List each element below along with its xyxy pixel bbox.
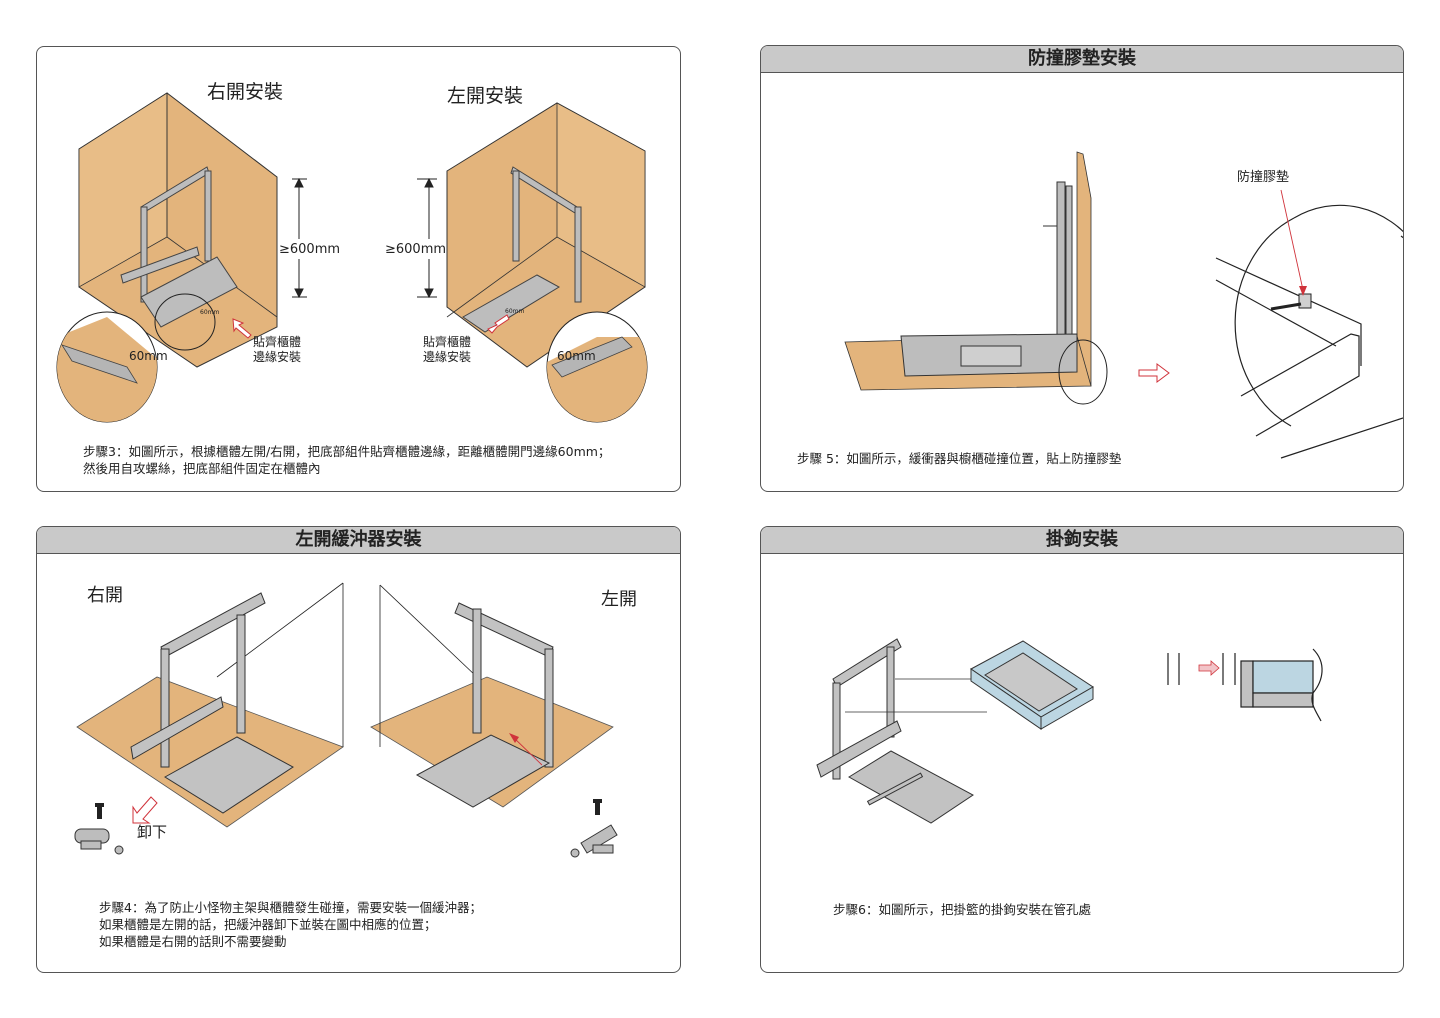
buffer-position-pointer	[512, 736, 543, 766]
remove-arrow	[132, 796, 158, 824]
step6-panel: 掛鉤安裝	[760, 526, 1404, 973]
detail-circle-right	[154, 293, 216, 351]
step6-instructions: 步驟6：如圖所示，把掛籃的掛鉤安裝在管孔處	[833, 902, 1091, 917]
left-open-install-title: 左開安裝	[447, 85, 524, 107]
bumper-pad-illustration	[844, 151, 1403, 459]
offset-zoom-right: 60mm	[129, 349, 168, 363]
edge-arrow-left	[487, 314, 510, 334]
bumper-pad	[1298, 293, 1312, 309]
right-open-install-title: 右開安裝	[207, 81, 284, 103]
edge-note-right-line2: 邊緣安裝	[253, 350, 302, 364]
step5-panel: 防撞膠墊安裝	[760, 45, 1404, 492]
pad-pointer-line	[1280, 189, 1304, 291]
step4-instructions: 步驟4：為了防止小怪物主架與櫃體發生碰撞，需要安裝一個緩沖器； 如果櫃體是左開的…	[99, 900, 482, 949]
hook-illustration	[816, 638, 1323, 824]
zoom-arrow	[1138, 363, 1170, 383]
offset-small-right: 60mm	[200, 309, 220, 316]
step5-instructions: 步驟 5：如圖所示，緩衝器與櫥櫃碰撞位置，貼上防撞膠墊	[797, 451, 1122, 466]
buffer-part-right-open	[74, 828, 124, 855]
screw-left-open	[593, 799, 602, 815]
right-open-frame	[130, 592, 294, 814]
pullout-frame	[816, 638, 974, 824]
height-dimension-right	[292, 177, 307, 299]
hook-pipe-before	[1167, 653, 1180, 685]
height-dimension-left	[417, 177, 437, 299]
buffer-part-left-open	[570, 824, 618, 858]
zoom-detail-right	[56, 311, 158, 423]
cabinet-right	[78, 92, 278, 368]
left-open-frame	[415, 602, 554, 808]
edge-note-left: 貼齊櫃體 邊緣安裝	[423, 335, 471, 365]
guide-lines	[845, 678, 987, 713]
left-open-label: 左開	[601, 589, 637, 610]
buffer-illustration	[74, 582, 618, 858]
frame-right	[120, 166, 238, 328]
screw-right-open	[95, 803, 104, 819]
step6-header: 掛鉤安裝	[761, 527, 1403, 554]
pad-label: 防撞膠墊	[1237, 170, 1290, 185]
hook-arrow	[1198, 660, 1220, 676]
step4-panel: 左開緩沖器安裝 右開 左開	[36, 526, 681, 973]
edge-note-left-line2: 邊緣安裝	[423, 350, 472, 364]
step3-instructions: 步驟3：如圖所示，根據櫃體左開/右開，把底部組件貼齊櫃體邊緣，距離櫃體開門邊緣6…	[83, 444, 611, 476]
step5-header: 防撞膠墊安裝	[761, 46, 1403, 73]
right-open-cabinet-illustration	[56, 92, 648, 423]
bumper-zoom-detail	[1215, 204, 1403, 459]
right-open-label: 右開	[87, 585, 123, 606]
frame-left	[462, 166, 582, 333]
folded-frame	[900, 181, 1078, 377]
edge-arrow-right	[232, 318, 252, 339]
step4-header: 左開緩沖器安裝	[37, 527, 680, 554]
height-label-right: ≥600mm	[279, 242, 341, 257]
detail-circle	[1058, 339, 1108, 405]
offset-small-left: 60mm	[505, 308, 525, 315]
hook-pipe-after	[1222, 648, 1323, 722]
height-label-left: ≥600mm	[385, 242, 447, 257]
step3-panel: 右開安裝 左開安裝	[36, 46, 681, 492]
zoom-detail-left	[546, 311, 648, 423]
edge-note-left-line1: 貼齊櫃體	[423, 335, 472, 349]
edge-note-right: 貼齊櫃體 邊緣安裝	[253, 335, 301, 365]
offset-zoom-left: 60mm	[557, 349, 596, 363]
edge-note-right-line1: 貼齊櫃體	[253, 335, 302, 349]
remove-label: 卸下	[137, 823, 168, 841]
basket	[970, 640, 1094, 730]
